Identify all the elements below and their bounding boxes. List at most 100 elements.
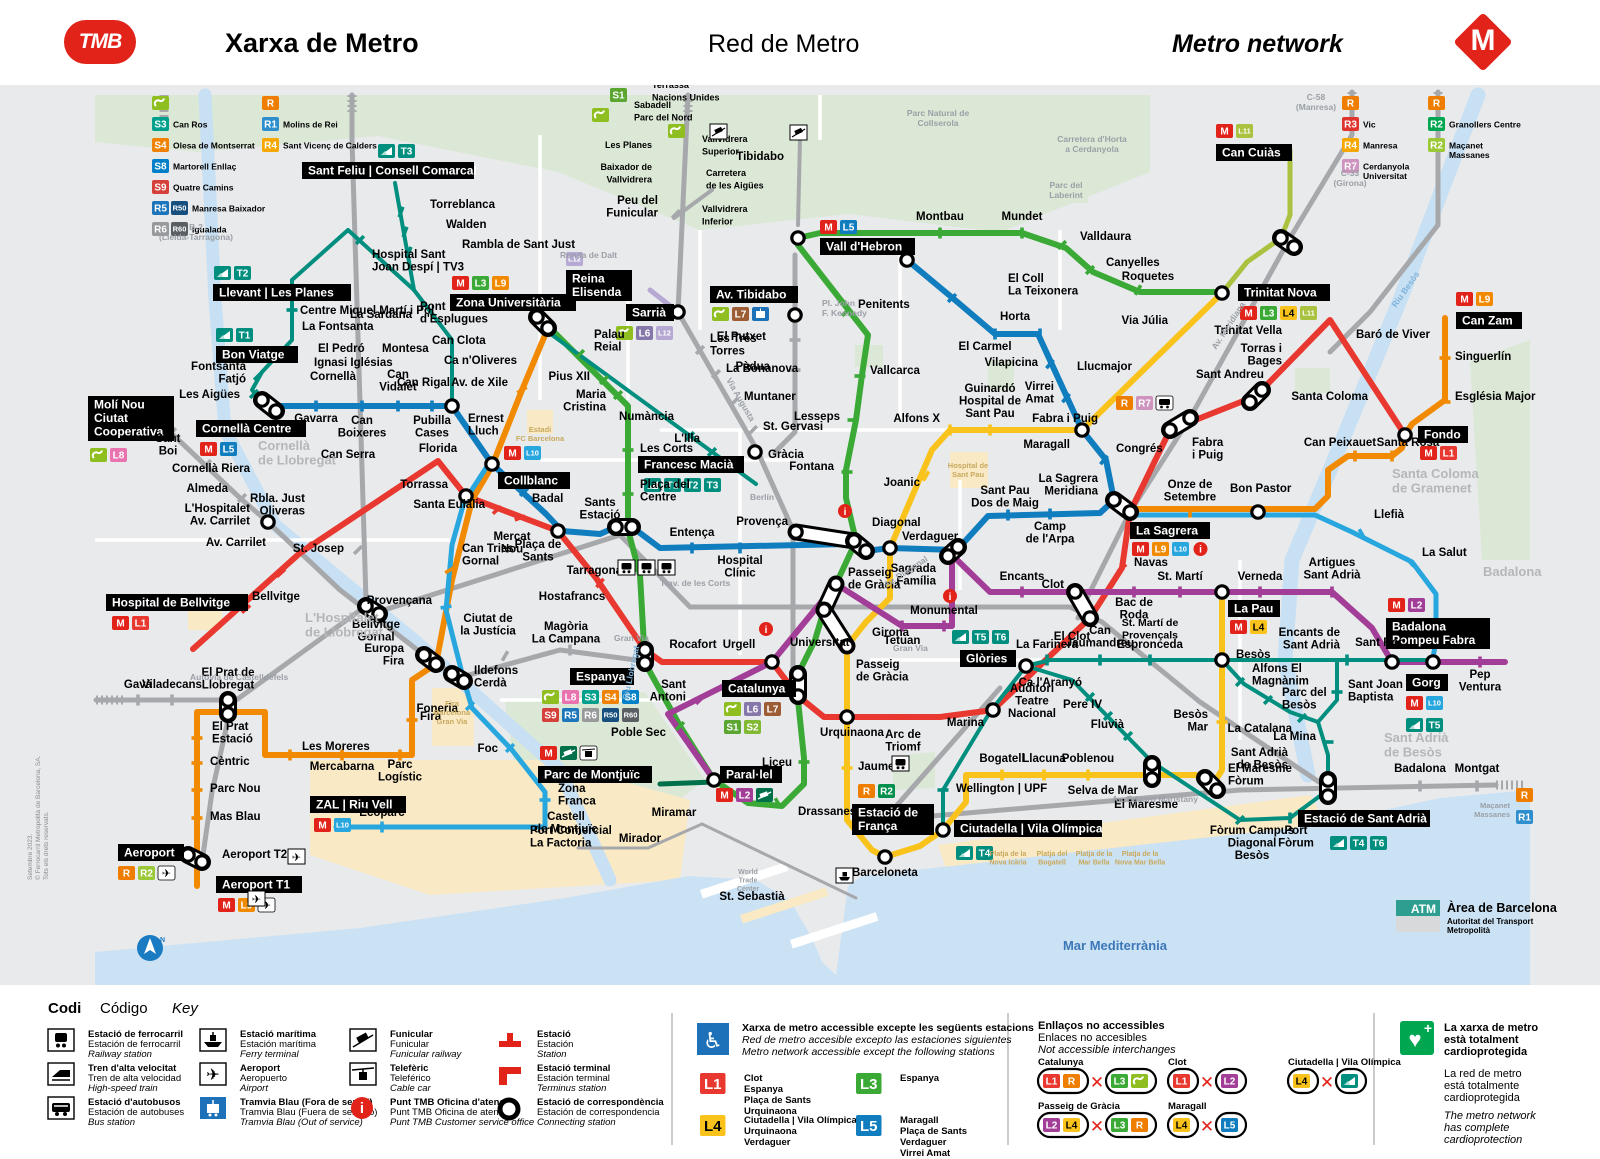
badge-R7[interactable]: R7 bbox=[1136, 396, 1153, 410]
terminus-box[interactable]: La Sagrera bbox=[1130, 522, 1210, 539]
station-circle[interactable] bbox=[1320, 772, 1336, 788]
badge-S1[interactable]: S1 bbox=[610, 88, 627, 102]
station-label[interactable]: Poble Sec bbox=[611, 727, 667, 739]
station-label[interactable]: Jaume I bbox=[858, 761, 901, 773]
station-tick[interactable] bbox=[1084, 264, 1096, 276]
badge-S8[interactable]: S8 bbox=[152, 159, 169, 173]
station-tick[interactable] bbox=[491, 504, 503, 516]
badge-M[interactable]: M bbox=[112, 616, 129, 630]
station-tick[interactable] bbox=[937, 788, 949, 792]
station-circle[interactable] bbox=[1182, 410, 1198, 426]
station-tick[interactable] bbox=[1045, 654, 1049, 666]
station-tick[interactable] bbox=[942, 620, 946, 632]
station-label[interactable]: Trinitat Vella bbox=[1214, 325, 1282, 337]
station-circle[interactable] bbox=[764, 654, 780, 670]
badge-S9[interactable]: S9 bbox=[542, 708, 559, 722]
station-tick[interactable] bbox=[464, 700, 476, 712]
station-label[interactable]: Santa Coloma bbox=[1291, 391, 1368, 403]
station-tick[interactable] bbox=[612, 389, 624, 401]
terminus-box[interactable]: Cornellà Centre bbox=[196, 420, 306, 437]
badge-L9[interactable]: L9 bbox=[492, 276, 509, 290]
badge-L9[interactable]: L9 bbox=[1476, 292, 1493, 306]
terminus-box[interactable]: Aeroport bbox=[118, 844, 184, 861]
station-circle[interactable] bbox=[624, 519, 640, 535]
station-circle[interactable] bbox=[828, 576, 844, 592]
station-circle[interactable] bbox=[444, 666, 460, 682]
badge-L11[interactable]: L11 bbox=[1236, 124, 1253, 138]
station-tick[interactable] bbox=[856, 622, 868, 634]
station-tick[interactable] bbox=[1299, 342, 1309, 354]
badge-M[interactable]: M bbox=[504, 446, 521, 460]
station-tick[interactable] bbox=[430, 400, 434, 412]
fgc-icon[interactable] bbox=[152, 96, 169, 110]
station-circle[interactable] bbox=[790, 666, 806, 682]
station-tick[interactable] bbox=[1116, 563, 1128, 573]
station-circle[interactable] bbox=[540, 320, 556, 336]
station-label[interactable]: Pere IV bbox=[1063, 699, 1102, 711]
station-tick[interactable] bbox=[1418, 780, 1422, 792]
badge-L2[interactable]: L2 bbox=[736, 788, 753, 802]
badge-T4[interactable]: T4 bbox=[976, 846, 993, 860]
station-tick[interactable] bbox=[340, 749, 344, 761]
station-circle[interactable] bbox=[268, 403, 284, 419]
badge-S9[interactable]: S9 bbox=[152, 180, 169, 194]
badge-S4[interactable]: S4 bbox=[152, 138, 169, 152]
badge-T3[interactable]: T3 bbox=[398, 144, 415, 158]
station-label[interactable]: Muntaner bbox=[744, 391, 796, 403]
station-tick[interactable] bbox=[1296, 712, 1308, 724]
station-tick[interactable] bbox=[286, 308, 298, 312]
tmb-logo[interactable]: TMB bbox=[64, 20, 136, 64]
station-label[interactable]: La Sardana bbox=[350, 309, 413, 321]
badge-L6[interactable]: L6 bbox=[636, 326, 653, 340]
station-label[interactable]: Maragall bbox=[1023, 439, 1070, 451]
station-circle[interactable] bbox=[839, 638, 855, 654]
station-tick[interactable] bbox=[380, 821, 384, 833]
badge-INFO[interactable]: i bbox=[1193, 542, 1208, 556]
station-tick[interactable] bbox=[402, 475, 414, 487]
badge-T5[interactable]: T5 bbox=[972, 630, 989, 644]
station-tick[interactable] bbox=[401, 226, 409, 238]
badge-R60[interactable]: R60 bbox=[622, 708, 639, 722]
tram-icon[interactable] bbox=[952, 630, 969, 644]
station-label[interactable]: Bellvitge bbox=[252, 591, 300, 603]
station-circle[interactable] bbox=[1242, 394, 1258, 410]
station-tick[interactable] bbox=[993, 328, 997, 340]
station-label[interactable]: Urgell bbox=[723, 639, 756, 651]
station-label[interactable]: Tetuan bbox=[884, 635, 921, 647]
station-tick[interactable] bbox=[690, 542, 694, 554]
station-label[interactable]: Santa Eulàlia bbox=[413, 499, 485, 511]
station-tick[interactable] bbox=[568, 644, 572, 656]
station-tick[interactable] bbox=[1439, 356, 1451, 360]
badge-L8[interactable]: L8 bbox=[110, 448, 127, 462]
station-circle[interactable] bbox=[1214, 285, 1230, 301]
station-label[interactable]: Entença bbox=[670, 527, 715, 539]
line-rodalies-girona[interactable] bbox=[1327, 89, 1441, 355]
badge-L10[interactable]: L10 bbox=[524, 446, 541, 460]
badge-R2N[interactable]: R2 bbox=[138, 866, 155, 880]
line-tram-besos2[interactable] bbox=[1316, 658, 1339, 790]
station-tick[interactable] bbox=[1345, 654, 1349, 666]
badge-PLANE[interactable]: ✈ bbox=[157, 865, 176, 881]
terminus-box[interactable]: Collblanc bbox=[498, 472, 570, 489]
station-tick[interactable] bbox=[670, 208, 682, 220]
badge-S3[interactable]: S3 bbox=[152, 117, 169, 131]
terminus-box[interactable]: Can Cuiàs bbox=[1216, 144, 1292, 161]
station-tick[interactable] bbox=[1174, 328, 1186, 340]
station-tick[interactable] bbox=[1000, 769, 1004, 781]
